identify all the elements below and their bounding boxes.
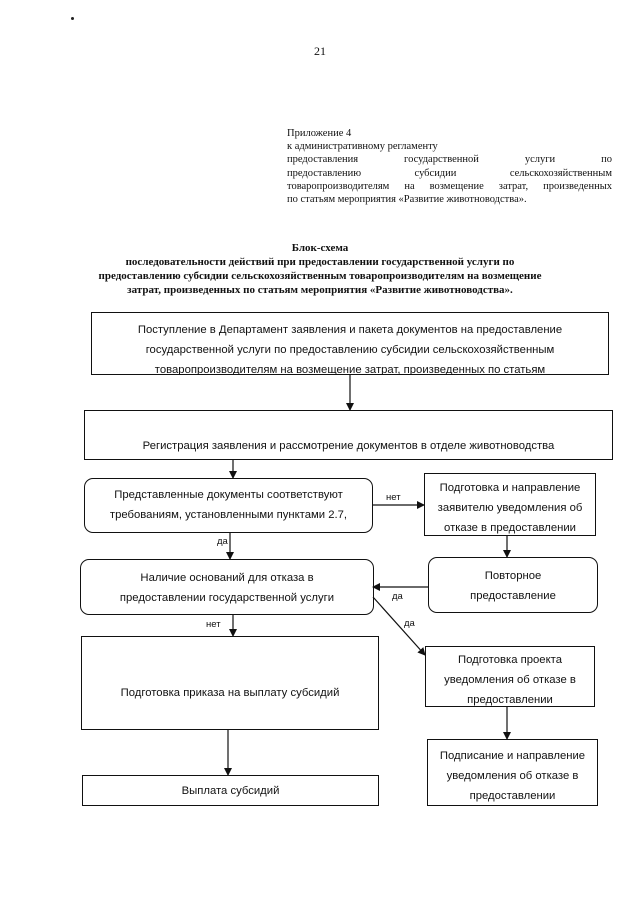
step-text: предоставление: [470, 590, 556, 602]
step-text: товаропроизводителям на возмещение затра…: [154, 364, 546, 375]
step-subsidy-payment: Выплата субсидий: [82, 775, 379, 806]
step-text: предоставлении: [467, 694, 553, 706]
appendix-line: Приложение 4: [287, 128, 352, 139]
step-text: государственной услуги по предоставлению…: [145, 344, 555, 356]
appendix-line: предоставлению субсидии сельскохозяйстве…: [287, 167, 612, 179]
arrow-grounds-to-draft-refusal: [372, 596, 426, 656]
appendix-line: товаропроизводителям на возмещение затра…: [287, 180, 612, 192]
label-no: нет: [206, 619, 221, 630]
step-text: уведомления об отказе в: [444, 674, 576, 686]
decision-refusal-grounds: Наличие оснований для отказа в предостав…: [80, 559, 374, 615]
label-yes: да: [404, 618, 415, 629]
heading-line: последовательности действий при предоста…: [125, 256, 515, 268]
heading-title: Блок-схема: [291, 242, 349, 254]
heading-line: затрат, произведенных по статьям меропри…: [127, 284, 513, 296]
step-text: Представленные документы соответствуют: [114, 489, 343, 501]
page-number: 21: [314, 44, 326, 58]
step-text: отказе в предоставлении: [444, 522, 576, 534]
flowchart-heading: Блок-схема последовательности действий п…: [95, 241, 545, 297]
step-draft-refusal: Подготовка проекта уведомления об отказе…: [425, 646, 595, 707]
step-receipt: Поступление в Департамент заявления и па…: [91, 312, 609, 375]
step-sign-refusal: Подписание и направление уведомления об …: [427, 739, 598, 806]
appendix-line: к административному регламенту: [287, 141, 438, 153]
label-yes: да: [217, 536, 228, 547]
step-text: Поступление в Департамент заявления и па…: [137, 324, 563, 336]
label-yes: да: [392, 591, 403, 602]
step-registration: Регистрация заявления и рассмотрение док…: [84, 410, 613, 460]
step-text: уведомления об отказе в: [446, 770, 579, 782]
label-no: нет: [386, 492, 401, 503]
decision-documents-compliance: Представленные документы соответствуют т…: [84, 478, 373, 533]
step-text: Подготовка приказа на выплату субсидий: [120, 687, 340, 699]
step-text: предоставлении государственной услуги: [119, 592, 335, 604]
heading-line: предоставлению субсидии сельскохозяйстве…: [98, 270, 542, 282]
step-repeat-submission: Повторное предоставление: [428, 557, 598, 613]
appendix-line: предоставления государственной услуги по: [287, 154, 612, 166]
scan-speck: [71, 17, 74, 20]
step-text: Подписание и направление: [439, 750, 586, 762]
step-text: Повторное: [484, 570, 542, 582]
step-text: Наличие оснований для отказа в: [140, 572, 314, 584]
step-payment-order: Подготовка приказа на выплату субсидий: [81, 636, 379, 730]
appendix-line: по статьям мероприятия «Развитие животно…: [287, 194, 527, 206]
step-text: требованиям, установленными пунктами 2.7…: [109, 509, 348, 521]
step-text: заявителю уведомления об: [437, 502, 583, 514]
appendix-reference: Приложение 4 к административному регламе…: [287, 127, 612, 206]
step-text: предоставлении: [469, 790, 556, 802]
step-text: Выплата субсидий: [181, 785, 280, 797]
step-refusal-notice: Подготовка и направление заявителю уведо…: [424, 473, 596, 536]
step-text: Подготовка проекта: [458, 654, 562, 666]
step-text: Подготовка и направление: [439, 482, 581, 494]
step-text: Регистрация заявления и рассмотрение док…: [142, 440, 555, 452]
